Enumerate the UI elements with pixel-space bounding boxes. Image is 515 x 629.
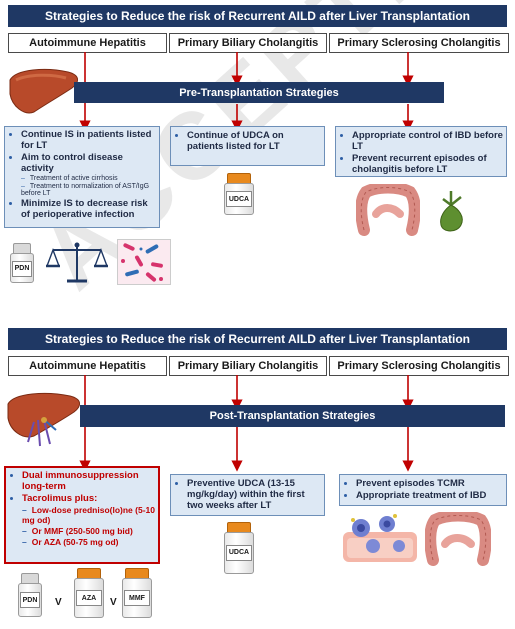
pre-aih-item-1: Continue IS in patients listed for LT [21,129,157,151]
pre-aih-subitem-1: Treatment of active cirrhosis [21,175,157,182]
post-udca-label: UDCA [226,544,252,561]
pre-psc-item-2: Prevent recurrent episodes of cholangiti… [352,153,504,175]
pre-psc-item-1: Appropriate control of IBD before LT [352,130,504,152]
post-section-bar: Post-Transplantation Strategies [80,405,505,427]
post-disease-pbc: Primary Biliary Cholangitis [169,356,327,376]
post-pbc-box: Preventive UDCA (13-15 mg/kg/day) within… [170,474,325,516]
post-aih-item-1: Dual immunosuppression long-term [22,470,156,492]
post-aih-subitem-1: Low-dose predniso(lo)ne (5-10 mg od) [22,505,156,525]
post-mmf-label: MMF [124,590,150,606]
colon-icon [356,184,420,236]
post-aih-subitem-2: Or MMF (250-500 mg bid) [22,526,156,536]
pre-section-label: Pre-Transplantation Strategies [179,86,339,99]
post-psc-item-2: Appropriate treatment of IBD [356,490,504,501]
pre-aih-item-3: Minimize IS to decrease risk of perioper… [21,198,157,220]
post-aih-box: Dual immunosuppression long-term Tacroli… [4,466,160,564]
versus-1: V [55,597,62,608]
post-aih-item-2: Tacrolimus plus: [22,493,156,504]
post-disease-aih: Autoimmune Hepatitis [8,356,167,376]
post-pdn-vial: PDN [18,573,42,617]
post-title: Strategies to Reduce the risk of Recurre… [45,332,470,346]
post-colon-icon [425,512,491,566]
pre-disease-psc: Primary Sclerosing Cholangitis [329,33,509,53]
gallbladder-icon [440,191,463,232]
post-aih-subitem-3: Or AZA (50-75 mg od) [22,537,156,547]
pre-udca-vial: UDCA [224,173,254,215]
pre-aih-subitem-2: Treatment to normalization of AST/IgG be… [21,183,157,197]
post-title-bar: Strategies to Reduce the risk of Recurre… [8,328,507,350]
pre-pdn-label: PDN [12,260,32,277]
post-udca-vial: UDCA [224,522,254,574]
pre-pdn-vial: PDN [10,243,34,283]
post-mmf-vial: MMF [122,568,152,618]
pre-pbc-box: Continue of UDCA on patients listed for … [170,126,325,166]
scale-icon [45,242,109,283]
pre-psc-box: Appropriate control of IBD before LT Pre… [335,126,507,177]
pre-aih-item-2: Aim to control disease activity [21,152,157,174]
pre-disease-aih: Autoimmune Hepatitis [8,33,167,53]
post-pbc-item-1: Preventive UDCA (13-15 mg/kg/day) within… [187,478,322,511]
transplanted-liver-icon [7,392,80,447]
pre-disease-pbc: Primary Biliary Cholangitis [169,33,327,53]
immune-cells-icon [343,514,417,562]
bacteria-icon [117,239,171,285]
post-psc-box: Prevent episodes TCMR Appropriate treatm… [339,474,507,506]
post-pdn-label: PDN [20,592,40,609]
pre-title-bar: Strategies to Reduce the risk of Recurre… [8,5,507,27]
post-disease-psc: Primary Sclerosing Cholangitis [329,356,509,376]
pre-title: Strategies to Reduce the risk of Recurre… [45,9,470,23]
pre-section-bar: Pre-Transplantation Strategies [74,82,444,103]
versus-2: V [110,597,117,608]
post-aza-vial: AZA [74,568,104,618]
pre-udca-label: UDCA [226,191,252,208]
post-aza-label: AZA [76,590,102,606]
liver-icon [9,68,78,114]
post-psc-item-1: Prevent episodes TCMR [356,478,504,489]
pre-aih-box: Continue IS in patients listed for LT Ai… [4,126,160,228]
pre-pbc-item-1: Continue of UDCA on patients listed for … [187,130,322,152]
post-section-label: Post-Transplantation Strategies [209,410,376,422]
